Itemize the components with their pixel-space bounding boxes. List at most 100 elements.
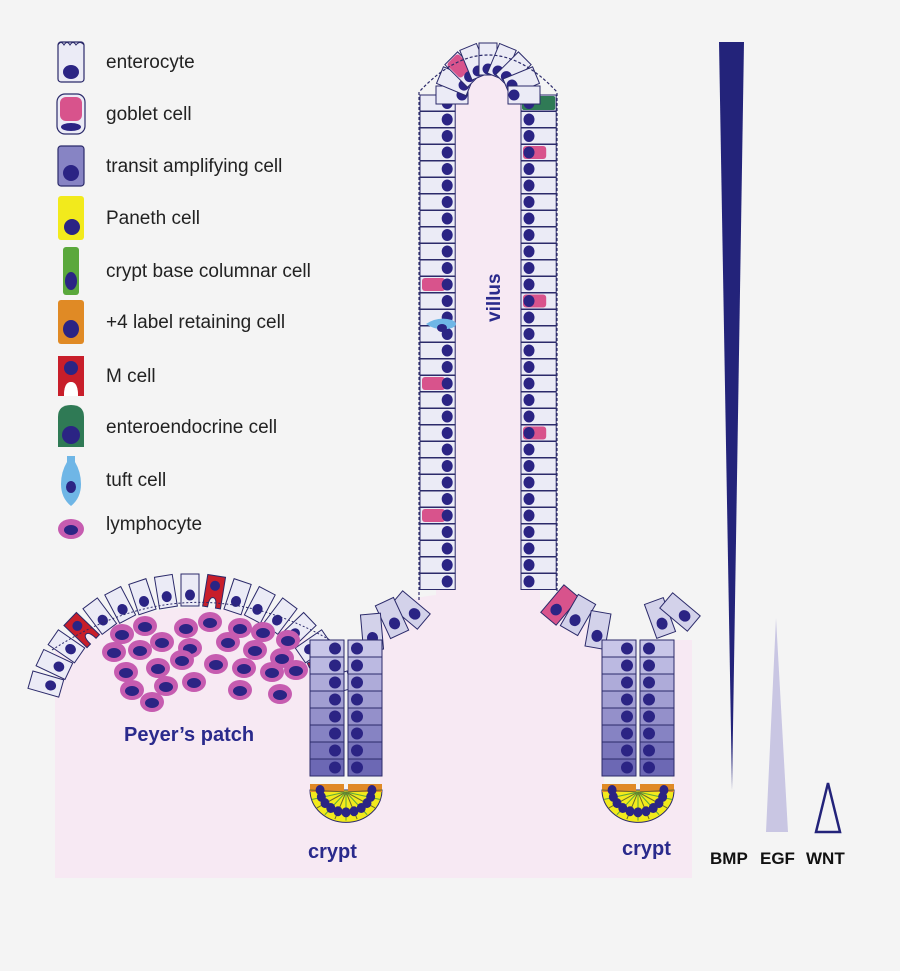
lymphocyte bbox=[243, 640, 267, 660]
villus-cell-enterocyte bbox=[419, 540, 456, 557]
nucleus-icon bbox=[233, 686, 247, 696]
villus-cell-enterocyte bbox=[419, 226, 456, 244]
lymphocyte bbox=[228, 618, 252, 638]
nucleus-icon bbox=[678, 610, 691, 622]
dome-m-cell bbox=[202, 573, 227, 610]
legend-item-goblet: goblet cell bbox=[56, 93, 192, 135]
villus-cell-enterocyte bbox=[520, 193, 557, 211]
transit-amplifying-cell bbox=[347, 724, 383, 743]
nucleus-icon bbox=[351, 659, 363, 672]
nucleus-icon bbox=[621, 744, 633, 757]
villus-cell-enterocyte bbox=[419, 177, 456, 194]
villus-cell-enterocyte bbox=[419, 391, 456, 409]
nucleus-icon bbox=[408, 608, 421, 620]
nucleus-icon bbox=[333, 806, 343, 817]
legend-label-paneth: Paneth cell bbox=[106, 208, 200, 229]
nucleus-icon bbox=[210, 580, 221, 591]
lymphocyte bbox=[276, 630, 300, 650]
villus-cell-enterocyte bbox=[520, 391, 557, 409]
villus-cell-enterocyte bbox=[520, 243, 557, 260]
nucleus-icon bbox=[388, 617, 401, 630]
nucleus-icon bbox=[441, 146, 453, 159]
transit-amplifying-cell bbox=[309, 724, 345, 743]
dome-m-cell bbox=[63, 611, 101, 649]
nucleus-icon bbox=[523, 163, 535, 175]
nucleus-icon bbox=[441, 245, 453, 258]
nucleus-icon bbox=[441, 361, 453, 373]
transit-amplifying-cell bbox=[601, 741, 637, 760]
lymphocyte bbox=[120, 680, 144, 700]
villus-cell-enterocyte bbox=[419, 193, 456, 211]
transit-amplifying-cell bbox=[347, 741, 383, 760]
nucleus-icon bbox=[351, 744, 363, 757]
villus-cell-goblet bbox=[419, 375, 456, 392]
villus-cell-enterocyte bbox=[419, 358, 456, 376]
egf-gradient-wedge bbox=[766, 618, 788, 832]
nucleus-icon bbox=[621, 642, 633, 655]
transit-amplifying-cell bbox=[309, 707, 345, 726]
villus-cell-enterocyte bbox=[520, 325, 557, 343]
pocket-icon bbox=[64, 382, 78, 396]
nucleus-icon bbox=[441, 526, 453, 538]
villus-cell-enterocyte bbox=[520, 507, 557, 524]
lrc-cell-right bbox=[348, 784, 382, 792]
crypt-right bbox=[601, 639, 675, 823]
nucleus-icon bbox=[63, 65, 79, 79]
villus-cell-enterocyte bbox=[419, 127, 456, 145]
nucleus-icon bbox=[349, 806, 359, 817]
crypt-base bbox=[601, 784, 675, 823]
lymphocyte bbox=[284, 660, 308, 680]
transit-amplifying-cell bbox=[347, 758, 383, 777]
nucleus-icon bbox=[341, 807, 351, 818]
transit-amplifying-cell bbox=[601, 639, 637, 658]
lrc-cell-right bbox=[640, 784, 674, 792]
transit-amplifying-cell bbox=[347, 639, 383, 658]
nucleus-icon bbox=[272, 614, 283, 626]
nucleus-icon bbox=[441, 443, 453, 456]
lymphocyte-cluster bbox=[102, 612, 308, 712]
nucleus-icon bbox=[441, 163, 453, 175]
villus-cell-goblet bbox=[419, 276, 456, 293]
lymphocyte bbox=[110, 624, 134, 644]
nucleus-icon bbox=[155, 638, 169, 648]
dome-enterocyte bbox=[82, 597, 118, 636]
nucleus-icon bbox=[523, 245, 535, 258]
nucleus-icon bbox=[326, 803, 336, 814]
nucleus-icon bbox=[133, 646, 147, 656]
nucleus-icon bbox=[97, 614, 108, 626]
nucleus-icon bbox=[65, 272, 77, 290]
nucleus-icon bbox=[618, 803, 628, 814]
transit-amplifying-cell bbox=[309, 656, 345, 675]
nucleus-icon bbox=[441, 476, 453, 489]
legend-item-mcell: M cell bbox=[58, 356, 156, 396]
legend-item-cbc: crypt base columnar cell bbox=[63, 247, 311, 295]
nucleus-icon bbox=[237, 664, 251, 674]
dome-enterocyte bbox=[180, 573, 200, 607]
lymphocyte bbox=[251, 622, 275, 642]
nucleus-icon bbox=[523, 443, 535, 456]
legend-item-enterocyte: enterocyte bbox=[57, 41, 195, 83]
nucleus-icon bbox=[437, 324, 447, 332]
villus-cell-goblet bbox=[520, 424, 557, 442]
nucleus-icon bbox=[185, 589, 195, 601]
villus-cell-enterocyte bbox=[419, 424, 456, 442]
nucleus-icon bbox=[117, 603, 128, 615]
nucleus-icon bbox=[329, 659, 341, 672]
villus-cell-enterocyte bbox=[520, 276, 557, 293]
transit-amplifying-cell bbox=[639, 673, 675, 692]
nucleus-icon bbox=[275, 654, 289, 664]
villus-cell-goblet bbox=[520, 292, 557, 310]
lymphocyte bbox=[268, 684, 292, 704]
villus-cell-enterocyte bbox=[419, 342, 456, 359]
nucleus-icon bbox=[351, 642, 363, 655]
nucleus-icon bbox=[523, 196, 535, 208]
nucleus-icon bbox=[63, 320, 79, 338]
nucleus-icon bbox=[591, 629, 603, 642]
nucleus-icon bbox=[523, 427, 535, 439]
lymphocyte bbox=[133, 616, 157, 636]
villus-cell-enterocyte bbox=[520, 342, 557, 359]
transit-amplifying-cell bbox=[639, 707, 675, 726]
villus-cell-enterocyte bbox=[520, 226, 557, 244]
transit-amplifying-cell bbox=[601, 724, 637, 743]
nucleus-icon bbox=[441, 575, 453, 588]
